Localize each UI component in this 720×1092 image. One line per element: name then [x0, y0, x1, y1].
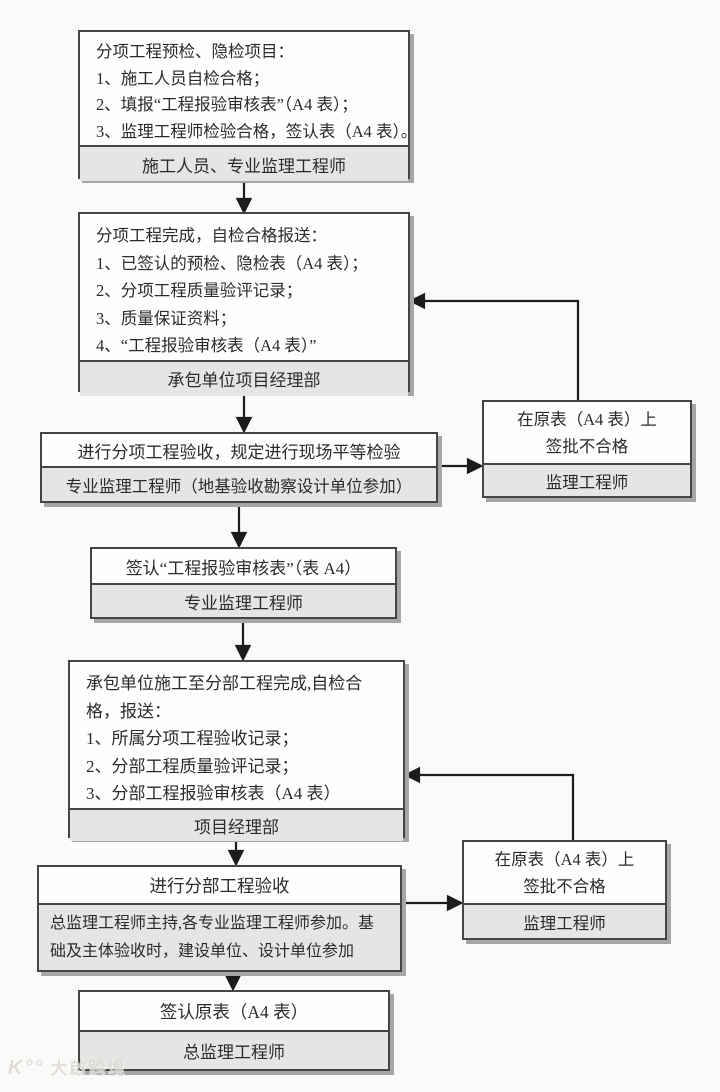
arrow-left-icon [408, 292, 426, 310]
node-text-line: 3、质量保证资料； [96, 308, 237, 328]
connector-b1-b2 [235, 179, 253, 215]
watermark: K°° 大啟跨境 [8, 1054, 208, 1080]
arrow-right-icon [446, 894, 464, 912]
node-text-line: 1、所属分项工程验收记录； [86, 729, 299, 748]
responsible-party: 总监理工程师 [80, 1030, 388, 1069]
watermark-text: 大啟跨境 [50, 1059, 127, 1078]
arrow-right-icon [466, 457, 484, 475]
node-sign-original-form: 签认原表（A4 表） 总监理工程师 [78, 990, 390, 1071]
node-text-line: 1、施工人员自检合格； [96, 68, 270, 88]
connector-b5-b6 [227, 838, 245, 867]
node-reject-sign-top: 在原表（A4 表）上 签批不合格 监理工程师 [482, 400, 692, 498]
node-text-line: 签认原表（A4 表） [159, 1001, 309, 1022]
node-subitem-completion-submission: 分项工程完成，自检合格报送： 1、已签认的预检、隐检表（A4 表）； 2、分项工… [78, 212, 410, 396]
arrow-down-icon [235, 416, 253, 434]
connector-b3-b4 [230, 503, 248, 549]
node-subitem-acceptance: 进行分项工程验收，规定进行现场平等检验 专业监理工程师（地基验收勘察设计单位参加… [40, 432, 438, 503]
responsible-party: 监理工程师 [484, 463, 690, 496]
node-text-line: 承包单位施工至分部工程完成,自检合 [86, 674, 363, 693]
node-text-line: 进行分项工程验收，规定进行现场平等检验 [77, 442, 401, 462]
node-text-line: 分项工程完成，自检合格报送： [96, 226, 327, 245]
arrow-down-icon [234, 644, 252, 662]
node-text-line: 4、“工程报验审核表（A4 表）” [96, 336, 317, 355]
node-text-line: 进行分部工程验收 [149, 875, 290, 896]
responsible-party: 承包单位项目经理部 [80, 359, 408, 396]
connector-b4-b5 [234, 619, 252, 662]
node-text-line: 2、填报“工程报验审核表”（A4 表）； [96, 95, 358, 114]
node-text-line: 在原表（A4 表）上 [517, 409, 657, 429]
arrow-down-icon [230, 531, 248, 549]
node-reject-sign-bottom: 在原表（A4 表）上 签批不合格 监理工程师 [462, 840, 667, 940]
node-text-line: 分项工程预检、隐检项目： [96, 42, 294, 61]
arrow-down-icon [227, 849, 245, 867]
responsible-party-line: 总监理工程师主持,各专业监理工程师参加。基 [50, 914, 375, 932]
connector-b2-b3 [235, 392, 253, 434]
arrow-down-icon [224, 974, 242, 992]
arrow-left-icon [403, 766, 421, 784]
node-text-line: 格，报送： [86, 701, 171, 721]
node-text-line: 3、监理工程师检验合格，签认表（A4 表）。 [96, 121, 418, 141]
responsible-party: 项目经理部 [70, 807, 403, 841]
responsible-party: 监理工程师 [464, 903, 665, 938]
node-text-line: 2、分项工程质量验评记录； [96, 281, 303, 300]
arrow-down-icon [235, 197, 253, 215]
node-text-line: 3、分部工程报验审核表（A4 表） [86, 784, 341, 803]
node-text-line: 2、分部工程质量验评记录； [86, 756, 299, 776]
node-division-acceptance: 进行分部工程验收 总监理工程师主持,各专业监理工程师参加。基 础及主体验收时，建… [37, 865, 402, 972]
connector-b6-b7 [224, 972, 242, 992]
responsible-party-line: 础及主体验收时，建设单位、设计单位参加 [50, 942, 355, 960]
responsible-party: 总监理工程师主持,各专业监理工程师参加。基 础及主体验收时，建设单位、设计单位参… [39, 903, 400, 970]
responsible-party: 专业监理工程师 [92, 583, 395, 617]
node-text-line: 在原表（A4 表）上 [494, 849, 635, 869]
node-text-line: 签认“工程报验审核表”（表 A4） [125, 558, 362, 578]
node-sign-review-form: 签认“工程报验审核表”（表 A4） 专业监理工程师 [90, 547, 397, 619]
responsible-party: 施工人员、专业监理工程师 [80, 145, 408, 181]
responsible-party: 专业监理工程师（地基验收勘察设计单位参加） [42, 466, 436, 501]
connector-b3-r1 [438, 457, 484, 475]
node-text-line: 1、已签认的预检、隐检表（A4 表）； [96, 253, 368, 273]
connector-r2-b5-feedback [403, 766, 575, 840]
node-preinspection-items: 分项工程预检、隐检项目： 1、施工人员自检合格； 2、填报“工程报验审核表”（A… [78, 30, 418, 181]
node-division-completion-submission: 承包单位施工至分部工程完成,自检合 格，报送： 1、所属分项工程验收记录； 2、… [68, 660, 405, 841]
connector-b6-r2 [402, 894, 464, 912]
node-text-line: 签批不合格 [523, 876, 606, 896]
connector-r1-b2-feedback [408, 292, 580, 400]
watermark-logo-icon: K°° [8, 1057, 45, 1079]
node-text-line: 签批不合格 [545, 436, 629, 456]
